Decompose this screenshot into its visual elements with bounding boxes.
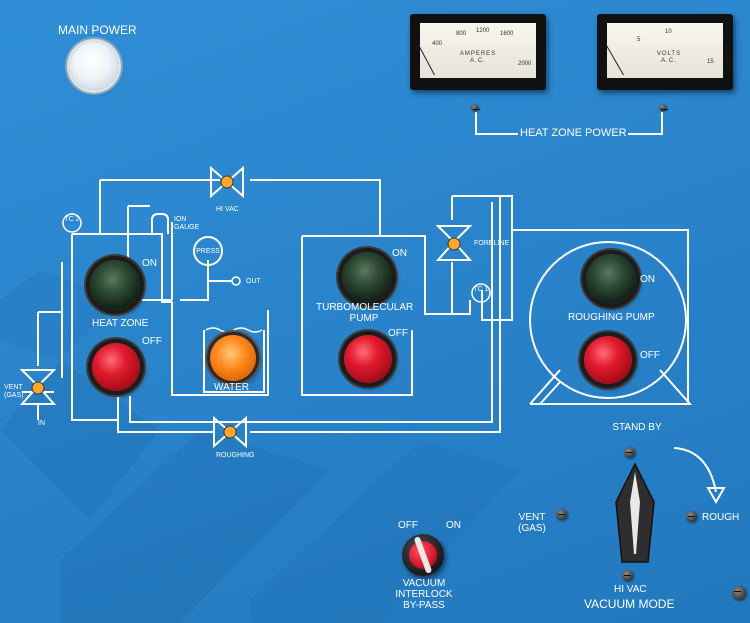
rough-label: ROUGH <box>702 512 740 523</box>
roughing-pump-off-label: OFF <box>640 350 660 361</box>
volt-unit: VOLTS <box>656 51 682 57</box>
screw-icon <box>732 586 746 600</box>
screw-icon <box>624 447 635 458</box>
heat-zone-power-label: HEAT ZONE POWER <box>520 127 627 139</box>
tc-gauge-icon <box>471 283 491 303</box>
volt-tick: 5 <box>637 37 641 43</box>
roughing-pump-on-label: ON <box>640 274 655 285</box>
amp-tick: 2000 <box>518 61 532 67</box>
out-label: OUT <box>246 278 261 285</box>
screw-icon <box>556 509 567 520</box>
hi-vac-label: HI VAC <box>216 206 239 213</box>
main-power-button[interactable] <box>70 42 118 90</box>
main-power-label: MAIN POWER <box>58 23 137 37</box>
turbo-on-label: ON <box>392 248 407 259</box>
heat-zone-on-button[interactable] <box>90 260 140 310</box>
foreline-label: FORELINE <box>474 240 510 247</box>
volt-needle <box>606 45 624 76</box>
heat-zone-label: HEAT ZONE <box>92 318 149 329</box>
vacuum-mode-label: VACUUM MODE <box>584 597 675 611</box>
volts-meter: 5 10 15 VOLTS A.C. <box>597 14 733 90</box>
screw-icon <box>622 570 633 581</box>
volt-tick: 15 <box>707 59 714 65</box>
heat-zone-on-label: ON <box>142 258 157 269</box>
screw-icon <box>659 104 668 111</box>
turbo-off-button[interactable] <box>344 335 392 383</box>
amp-sub: A.C. <box>470 58 486 64</box>
tc1-label: TC 1 <box>473 286 489 293</box>
heat-zone-off-label: OFF <box>142 336 162 347</box>
volt-tick: 10 <box>665 29 672 35</box>
valve-icon <box>20 369 56 405</box>
vacuum-mode-knob[interactable] <box>614 462 656 566</box>
water-indicator-light <box>210 335 256 381</box>
vent-gas-mode-label: VENT (GAS) <box>518 512 546 534</box>
amperes-meter: 400 800 1200 1600 2000 AMPERES A.C. <box>410 14 546 90</box>
amp-unit: AMPERES <box>459 51 497 57</box>
interlock-label: VACUUM INTERLOCK BY-PASS <box>395 578 453 611</box>
turbo-on-button[interactable] <box>342 252 392 302</box>
hi-vac-mode-label: HI VAC <box>614 584 647 595</box>
amp-tick: 1600 <box>500 31 514 37</box>
interlock-off-label: OFF <box>398 520 418 531</box>
turbo-off-label: OFF <box>388 328 408 339</box>
valve-icon <box>436 225 472 261</box>
valve-icon <box>210 165 244 199</box>
vent-gas-diagram-label: VENT (GAS) <box>4 384 24 399</box>
stand-by-label: STAND BY <box>612 422 662 433</box>
amp-needle <box>418 44 435 76</box>
roughing-pump-off-button[interactable] <box>584 336 632 384</box>
interlock-on-label: ON <box>446 520 461 531</box>
amp-tick: 1200 <box>476 28 490 34</box>
tc-gauge-icon <box>62 213 82 233</box>
roughing-pump-label: ROUGHING PUMP <box>568 312 655 323</box>
ion-gauge-icon <box>151 213 169 234</box>
valve-icon <box>213 415 247 449</box>
pressure-switch-icon <box>193 236 223 266</box>
interlock-bypass-switch[interactable] <box>402 534 444 576</box>
heat-zone-off-button[interactable] <box>92 343 140 391</box>
rotation-arrow-icon <box>673 447 726 505</box>
ion-gauge-label: ION GAUGE <box>174 216 200 231</box>
volt-sub: A.C. <box>661 58 677 64</box>
screw-icon <box>471 104 480 111</box>
roughing-label: ROUGHING <box>216 452 255 459</box>
amp-tick: 400 <box>432 41 443 47</box>
turbo-label: TURBOMOLECULAR PUMP <box>316 302 414 324</box>
amp-tick: 800 <box>456 31 467 37</box>
screw-icon <box>686 511 697 522</box>
roughing-pump-on-button[interactable] <box>586 254 636 304</box>
in-label: IN <box>38 420 45 427</box>
water-label: WATER <box>214 382 249 393</box>
tc2-label: TC 2 <box>64 216 80 223</box>
press-label: PRESS <box>196 248 220 255</box>
outlet-icon <box>208 276 241 286</box>
